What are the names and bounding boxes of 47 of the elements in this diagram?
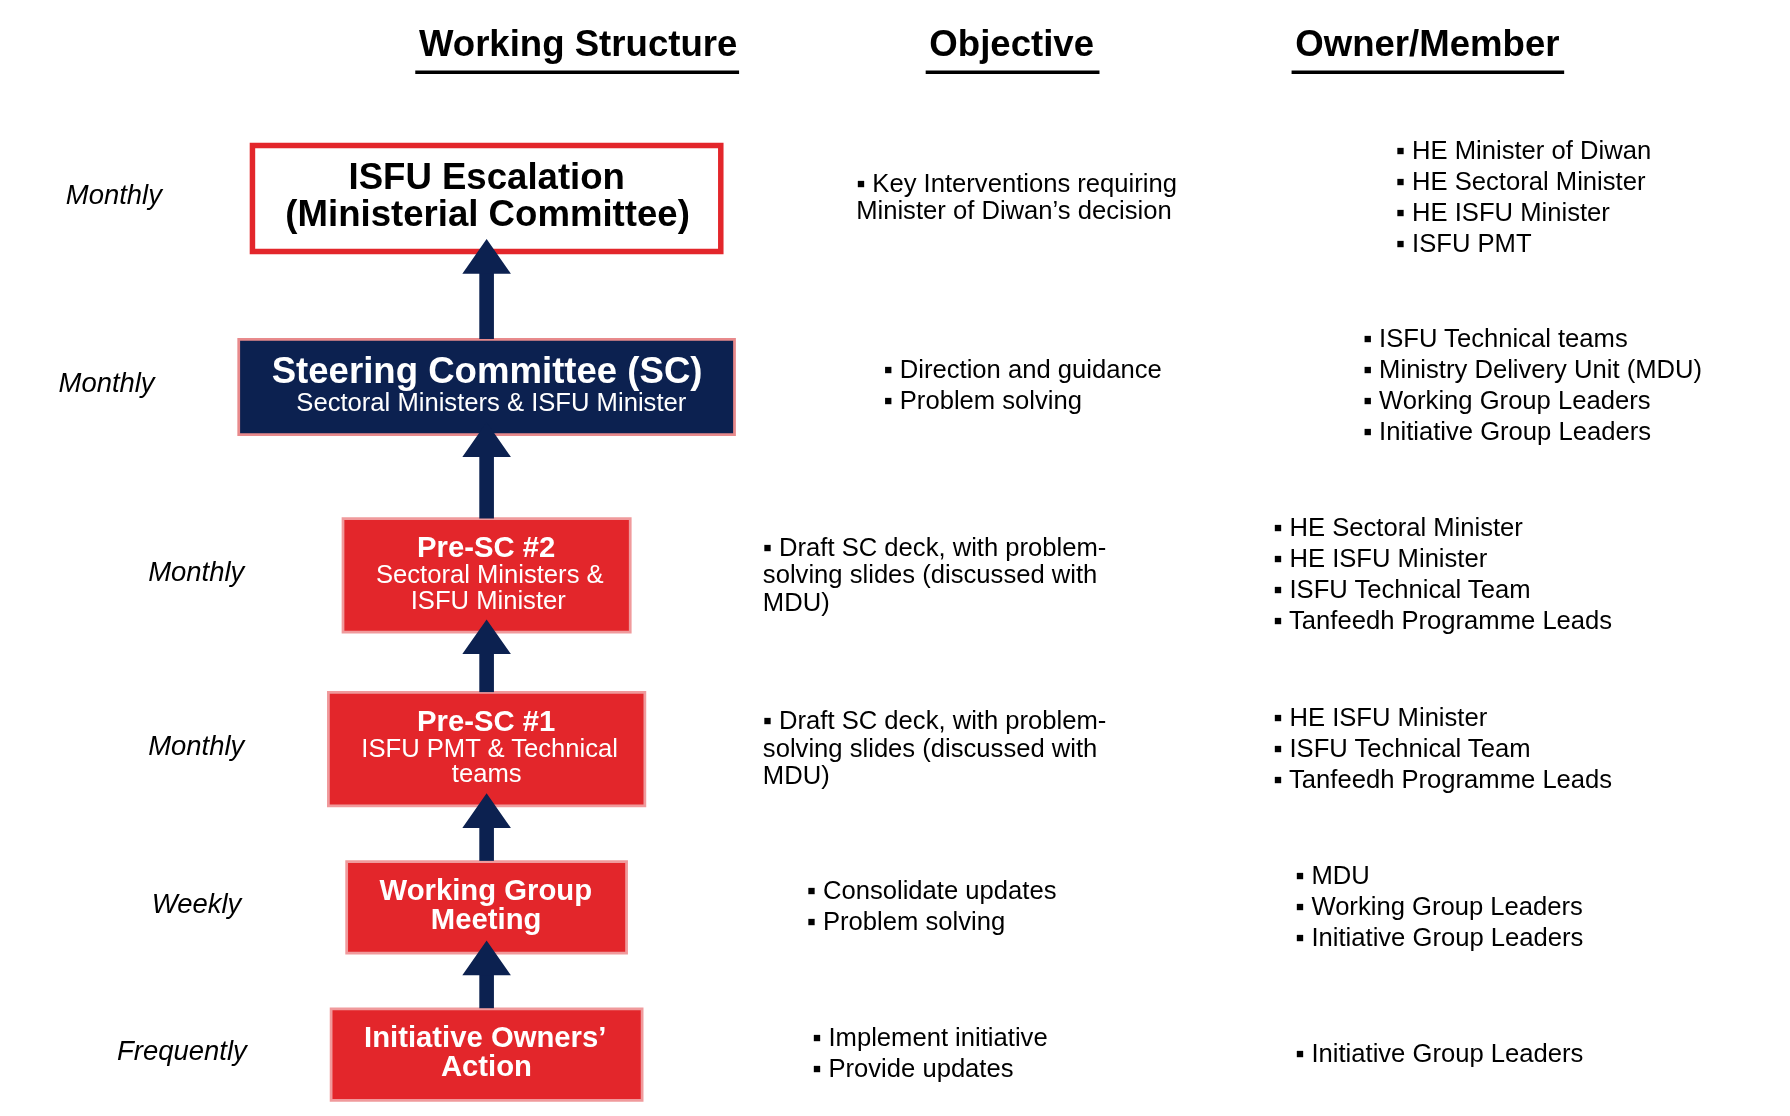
label: Monthly [65,179,162,210]
label: ▪ ISFU Technical Team [1272,733,1531,762]
arrow [461,940,511,1009]
node-box: Pre-SC #2 Sectoral Ministers & ISFU Minister [341,517,632,634]
label: ▪ Tanfeedh Programme Leads [1272,605,1612,634]
label: ▪ ISFU Technical Team [1272,574,1531,603]
label: Monthly [58,367,155,399]
node-box: Working Group Meeting [344,860,628,955]
label: Monthly [147,555,244,587]
label: ▪ Working Group Leaders [1294,892,1583,921]
node-box: Pre-SC #1 ISFU PMT & Technical teams [326,691,646,808]
label: ▪ Ministry Delivery Unit (MDU) [1362,355,1702,384]
label: ▪ Tanfeedh Programme Leads [1272,764,1612,793]
label: ▪ Implement initiative [811,1022,1048,1051]
label: ▪ Provide updates [811,1054,1014,1083]
node-box: ISFU Escalation (Ministerial Committee) [249,142,724,255]
label: ▪ MDU [1294,861,1370,890]
label: Weekly [151,887,241,919]
arrow [461,619,511,693]
label: ▪ HE Minister of Diwan [1395,135,1651,164]
label: ▪ Problem solving [883,386,1082,415]
label: ▪ Working Group Leaders [1362,386,1651,415]
label: ▪ ISFU PMT [1395,228,1532,257]
label: ▪ Direction and guidance [883,355,1162,384]
label: ▪ HE Sectoral Minister [1272,512,1523,541]
arrow [461,793,511,861]
label: ▪ ISFU Technical teams [1362,324,1628,353]
label: Frequently [116,1035,247,1067]
label: ▪ Initiative Group Leaders [1294,1039,1583,1068]
label: Owner/Member [1294,22,1559,64]
label: ▪ HE Sectoral Minister [1395,166,1645,195]
label: ▪ Draft SC deck, with problem-solving slides (discussed with MDU) [762,532,1106,616]
label: ▪ Draft SC deck, with problem-solving slides (discussed with MDU) [762,706,1106,790]
label: ▪ Initiative Group Leaders [1294,923,1583,952]
label: Working Structure [418,22,737,64]
label: ▪ HE ISFU Minister [1272,702,1487,731]
label: ▪ HE ISFU Minister [1272,543,1487,572]
arrow [461,239,511,339]
label: Monthly [147,729,244,761]
node-box: Initiative Owners’ Action [329,1007,643,1102]
label: Objective [928,22,1094,64]
label: ▪ Initiative Group Leaders [1362,417,1651,446]
label: ▪ HE ISFU Minister [1395,197,1610,226]
label: ▪ Key Interventions requiring Minister of Diwan’s decision [855,168,1177,224]
label: ▪ Problem solving [806,906,1005,935]
node-box: Steering Committee (SC) Sectoral Ministers & ISFU Minister [236,338,736,436]
label: ▪ Consolidate updates [806,875,1056,904]
